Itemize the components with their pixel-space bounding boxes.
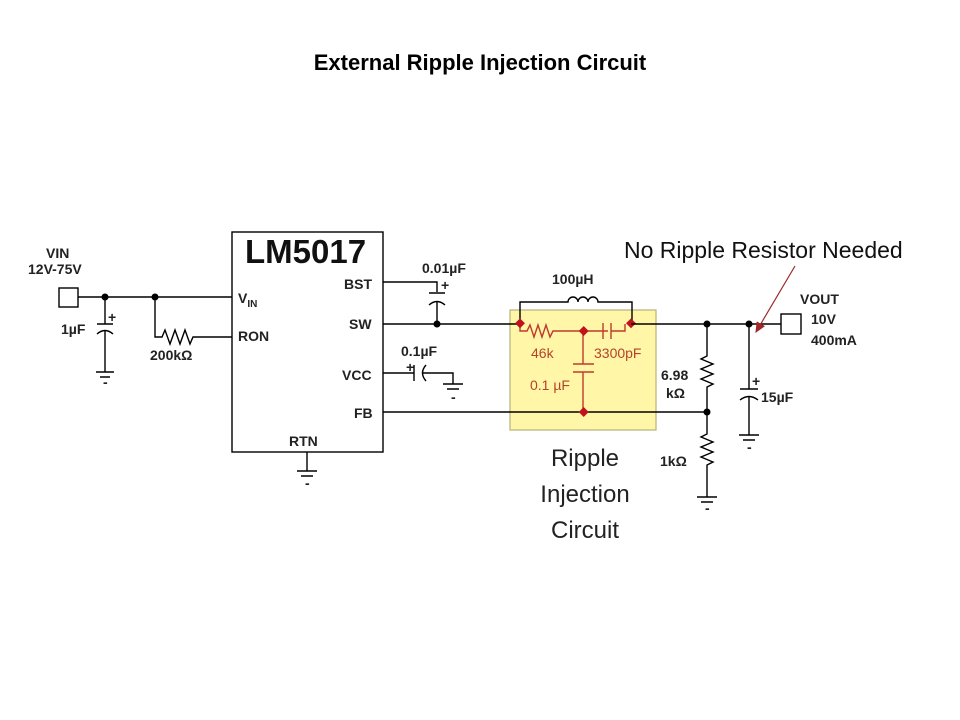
cin-minus: - [103, 374, 108, 390]
vout-current: 400mA [811, 332, 857, 348]
ripple-cap-0p1uf [573, 331, 594, 412]
vin-terminal [58, 287, 79, 308]
output-cap-minus: - [747, 439, 752, 455]
slide-title: External Ripple Injection Circuit [313, 50, 647, 75]
vcc-cap-minus: - [451, 389, 456, 405]
fb-ground-minus: - [705, 500, 710, 516]
pin-fb-label: FB [354, 405, 373, 421]
fb-top-resistor [699, 324, 715, 412]
inductor-value: 100µH [552, 271, 594, 287]
ic-body [231, 231, 384, 453]
pin-vcc-label: VCC [342, 367, 372, 383]
ron-resistor [154, 297, 232, 347]
pin-rtn-label: RTN [289, 433, 318, 449]
fb-bottom-resistor-value: 1kΩ [660, 453, 687, 469]
ron-resistor-value: 200kΩ [150, 347, 192, 363]
vout-label: VOUT [800, 291, 839, 307]
fb-top-resistor-unit: kΩ [666, 385, 685, 401]
output-cap-plus: + [752, 373, 760, 389]
annotation-arrow [755, 265, 796, 334]
pin-bst-label: BST [344, 276, 372, 292]
ripple-series-cap-value: 3300pF [594, 345, 641, 361]
output-cap-value: 15µF [761, 389, 794, 405]
ripple-caption-line3: Circuit [551, 517, 619, 544]
ripple-node [626, 318, 636, 329]
output-cap [739, 324, 759, 441]
pin-sw-label: SW [349, 316, 372, 332]
ripple-resistor-value: 46k [531, 345, 555, 361]
bst-cap-value: 0.01µF [422, 260, 466, 276]
annotation-text: No Ripple Resistor Needed [624, 237, 903, 263]
bst-cap-plus: + [441, 277, 449, 293]
cin-plus: + [108, 309, 116, 325]
ripple-caption-line2: Injection [540, 481, 629, 508]
ic-name: LM5017 [245, 233, 366, 270]
rtn-minus: - [305, 475, 310, 491]
vin-range: 12V-75V [28, 261, 82, 277]
vin-label: VIN [46, 245, 69, 261]
vcc-cap-plus: + [406, 359, 414, 375]
vout-terminal [780, 313, 802, 335]
vout-voltage: 10V [811, 311, 837, 327]
ripple-node [515, 318, 525, 329]
vcc-cap-value: 0.1µF [401, 343, 438, 359]
fb-bottom-resistor [697, 412, 717, 503]
ripple-resistor-46k [519, 322, 608, 340]
pin-ron-label: RON [238, 328, 269, 344]
ripple-caption-line1: Ripple [551, 445, 619, 472]
cin-value: 1µF [61, 321, 86, 337]
fb-top-resistor-value: 6.98 [661, 367, 688, 383]
ripple-coupling-cap-value: 0.1 µF [530, 377, 570, 393]
pin-vin-label: VIN [238, 290, 257, 310]
inductor-100uh [519, 296, 633, 324]
ripple-cap-3300pf [602, 323, 626, 339]
